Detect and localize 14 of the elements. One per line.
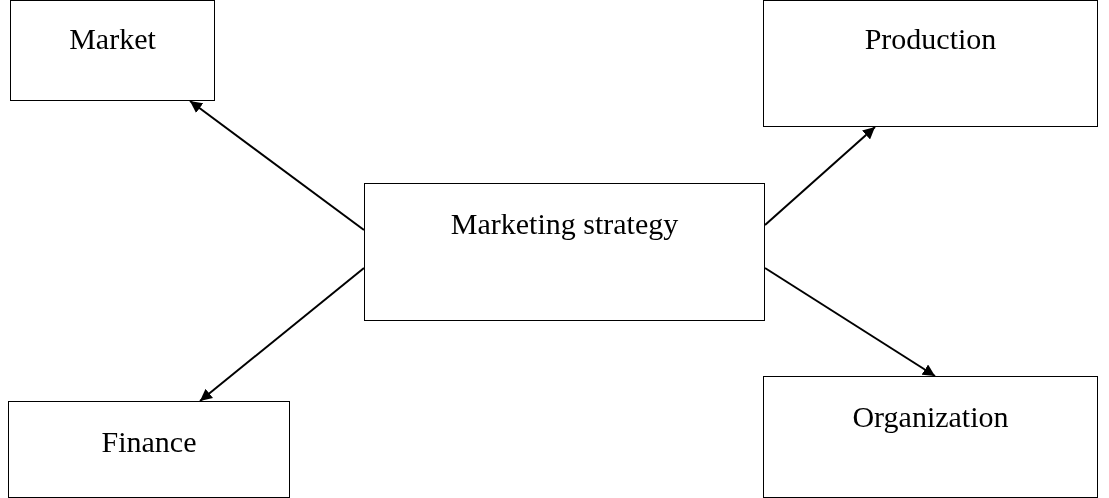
text-box [8, 401, 290, 498]
box-label: Market [69, 21, 156, 57]
box-label: Finance [101, 424, 197, 460]
box-label: Production [864, 21, 997, 57]
text-box [763, 0, 1098, 127]
arrow [199, 267, 365, 402]
arrow [189, 100, 365, 231]
text-box [10, 0, 215, 101]
box-label: Organization [852, 399, 1009, 435]
arrow [764, 267, 936, 377]
text-box [364, 183, 765, 321]
arrow [764, 126, 876, 226]
text-box [763, 376, 1098, 498]
box-label: Marketing strategy [450, 206, 679, 242]
